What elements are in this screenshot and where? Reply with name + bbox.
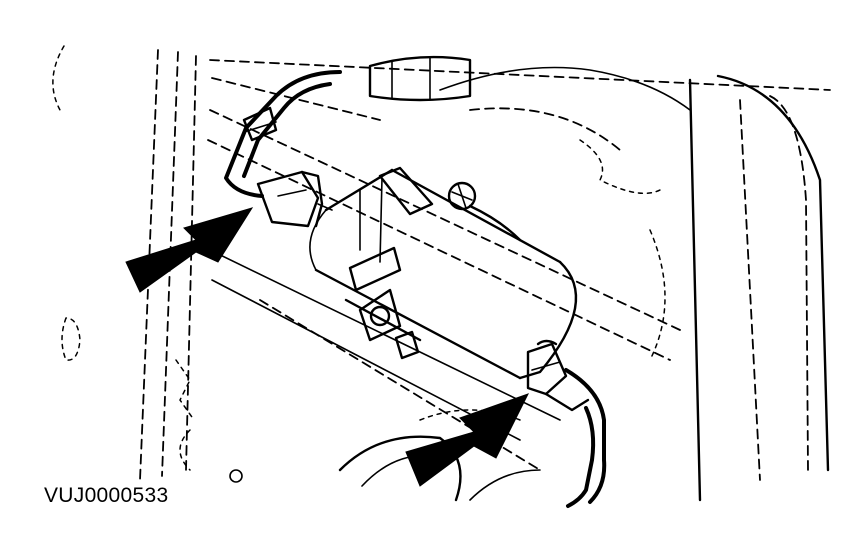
lower-fuel-line (564, 368, 607, 508)
figure-reference-code: VUJ0000533 (44, 484, 169, 507)
lower-quick-connect (526, 339, 590, 412)
upper-quick-connect (256, 170, 333, 228)
right-frame-member (649, 74, 830, 502)
bracket-lines (207, 109, 681, 471)
filter-clamp (348, 246, 420, 360)
lower-connector-pointer-arrow (405, 393, 530, 487)
mounting-bolt (447, 181, 522, 242)
upper-fuel-line (224, 70, 342, 198)
upper-connector-pointer-arrow (125, 207, 254, 293)
upper-background (209, 55, 831, 195)
fuel-filter-body (309, 166, 578, 380)
